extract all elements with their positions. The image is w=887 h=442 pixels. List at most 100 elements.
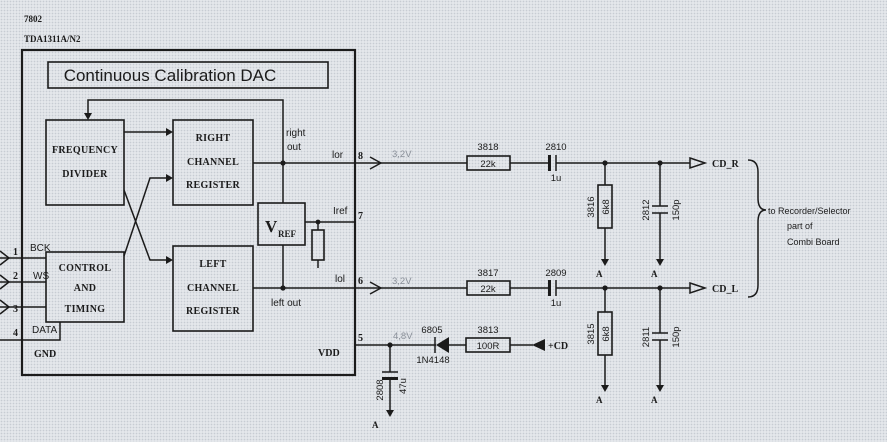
resistor-3815-ref: 3815 — [586, 323, 597, 344]
ic-title: Continuous Calibration DAC — [64, 66, 277, 85]
right-out-label-1: right — [286, 128, 306, 139]
resistor-3816-value: 6k8 — [601, 199, 612, 214]
capacitor-2810-plate-positive — [548, 155, 551, 171]
cd-l-label: CD_L — [712, 284, 738, 295]
ic-title-box — [47, 61, 329, 89]
resistor-3813-ref: 3813 — [477, 325, 498, 336]
supply-voltage-label: 4,8V — [393, 331, 413, 342]
ground-label-2811: A — [651, 395, 658, 405]
destination-line-2: part of — [787, 221, 813, 231]
ior-label: lor — [332, 150, 344, 161]
input-pin-2: 2 WS — [0, 271, 49, 290]
resistor-3815-value: 6k8 — [601, 326, 612, 341]
iref-label: Iref — [333, 206, 348, 217]
ic-outline — [20, 48, 357, 377]
pin-2-number: 2 — [13, 271, 18, 282]
capacitor-2809-plate-positive — [548, 280, 551, 296]
ws-label: WS — [33, 271, 49, 282]
capacitor-2810-ref: 2810 — [545, 142, 566, 153]
destination-line-1: to Recorder/Selector — [768, 206, 851, 216]
ground-label-2812: A — [651, 269, 658, 279]
pin-3-number: 3 — [13, 304, 18, 315]
input-pin-3: 3 — [0, 299, 46, 315]
resistor-3817-ref: 3817 — [477, 268, 498, 279]
right-register-label-2: CHANNEL — [187, 157, 239, 168]
pin-8-output-marker — [369, 156, 383, 170]
input-pin-4: 4 DATA — [0, 322, 61, 341]
control-label-3: TIMING — [65, 304, 106, 315]
capacitor-2812-value: 150p — [671, 199, 682, 220]
left-voltage-label: 3,2V — [392, 276, 412, 287]
data-label: DATA — [32, 325, 58, 336]
pin-4-number: 4 — [13, 328, 18, 339]
ground-arrow-2812 — [656, 259, 664, 266]
vref-block: V REF — [257, 202, 306, 246]
gnd-label: GND — [34, 349, 56, 360]
right-voltage-label: 3,2V — [392, 149, 412, 160]
capacitor-2810-value: 1u — [551, 173, 562, 184]
frequency-divider-block: FREQUENCY DIVIDER — [45, 119, 125, 206]
left-register-label-3: REGISTER — [186, 306, 241, 317]
left-out-label: left out — [271, 298, 301, 309]
ground-label-3815: A — [596, 395, 603, 405]
capacitor-2808-ref: 2808 — [375, 379, 386, 400]
left-register-label-2: CHANNEL — [187, 283, 239, 294]
pin-6-output-marker — [369, 281, 383, 295]
divider-to-left-line — [123, 189, 167, 261]
cd-l-output-arrow — [689, 281, 708, 295]
capacitor-2808-value: 47u — [398, 378, 409, 394]
resistor-3818-value: 22k — [480, 159, 496, 170]
resistor-3813-value: 100R — [477, 341, 500, 352]
destination-brace — [747, 159, 767, 298]
left-register-label-1: LEFT — [199, 259, 226, 270]
diode-6805-type: 1N4148 — [416, 355, 449, 366]
vdd-label: VDD — [318, 348, 340, 359]
control-to-right-line — [123, 177, 167, 257]
ground-label-2808: A — [372, 420, 379, 430]
left-channel-circuit: 3,2V 3817 22k 2809 1u 6k8 3815 A 2811 15… — [355, 268, 738, 405]
iol-label: lol — [335, 274, 345, 285]
control-label-2: AND — [74, 283, 97, 294]
right-register-label-3: REGISTER — [186, 180, 241, 191]
cd-r-output-arrow — [689, 156, 708, 170]
pin-1-number: 1 — [13, 247, 18, 258]
supply-source-arrow — [532, 339, 545, 351]
supply-circuit: 4,8V 6805 1N4148 3813 100R +CD 2808 47u … — [355, 325, 568, 430]
frequency-divider-label-1: FREQUENCY — [52, 145, 119, 156]
iref-resistor — [311, 229, 325, 261]
input-pin-1: 1 BCK — [0, 243, 51, 266]
resistor-3816-ref: 3816 — [586, 196, 597, 217]
divider-to-left-arrowhead — [166, 256, 173, 264]
right-channel-circuit: 3,2V 3818 22k 2810 1u 6k8 3816 A 2812 15… — [355, 142, 739, 279]
frequency-divider-label-2: DIVIDER — [62, 169, 108, 180]
ground-arrow-3816 — [601, 259, 609, 266]
cd-r-label: CD_R — [712, 159, 739, 170]
ground-label-3816: A — [596, 269, 603, 279]
ground-arrow-2811 — [656, 385, 664, 392]
control-timing-block: CONTROL AND TIMING — [45, 251, 125, 323]
diode-6805 — [436, 337, 449, 353]
vref-symbol: V — [265, 217, 278, 236]
diode-6805-ref: 6805 — [421, 325, 442, 336]
resistor-3817-value: 22k — [480, 284, 496, 295]
control-label-1: CONTROL — [59, 263, 112, 274]
capacitor-2812-ref: 2812 — [641, 199, 652, 220]
pin-8-number: 8 — [358, 151, 363, 162]
feedback-line — [87, 99, 284, 163]
capacitor-2809-value: 1u — [551, 298, 562, 309]
right-channel-register-block: RIGHT CHANNEL REGISTER — [172, 119, 254, 206]
supply-source-label: +CD — [548, 341, 568, 352]
capacitor-2811-ref: 2811 — [641, 327, 652, 347]
left-out-junction — [280, 285, 286, 291]
capacitor-2809-ref: 2809 — [545, 268, 566, 279]
right-out-label-2: out — [287, 142, 301, 153]
capacitor-2811-value: 150p — [671, 326, 682, 347]
feedback-arrowhead — [84, 113, 92, 120]
left-channel-register-block: LEFT CHANNEL REGISTER — [172, 245, 254, 332]
ic-part-number: TDA1311A/N2 — [24, 34, 81, 44]
vref-subscript: REF — [278, 229, 297, 239]
destination-line-3: Combi Board — [787, 237, 840, 247]
capacitor-2808-plate-negative — [382, 377, 398, 380]
resistor-3818-ref: 3818 — [477, 142, 498, 153]
